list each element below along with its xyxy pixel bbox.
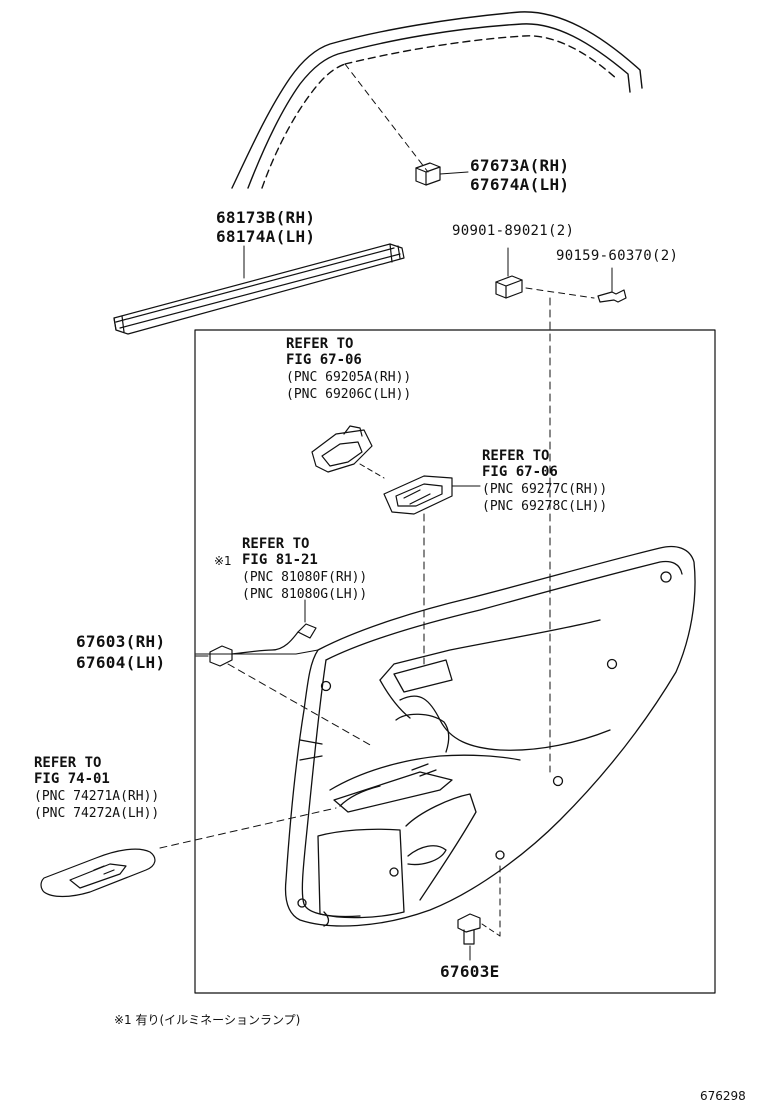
door-trim-panel bbox=[195, 545, 696, 927]
detail-frame bbox=[194, 329, 716, 994]
callout-weatherstrip-rh: 68173B(RH) bbox=[216, 208, 316, 227]
callout-retainer-rh: 67673A(RH) bbox=[470, 156, 570, 175]
callout-retainer-lh: 67674A(LH) bbox=[470, 175, 570, 194]
ref-switch-refer: REFER TO bbox=[34, 755, 102, 771]
ref-bezel-pnc-lh: (PNC 69278C(LH)) bbox=[482, 499, 608, 514]
retainer-clip bbox=[415, 162, 469, 186]
ref-switch-fig: FIG 74-01 bbox=[34, 771, 110, 787]
ref-bezel-fig: FIG 67-06 bbox=[482, 464, 558, 480]
handle-bezel bbox=[383, 475, 481, 665]
ref-handle-pnc-rh: (PNC 69205A(RH)) bbox=[286, 370, 412, 385]
callout-weatherstrip-lh: 68174A(LH) bbox=[216, 227, 316, 246]
window-switch bbox=[40, 807, 337, 898]
ref-handle-refer: REFER TO bbox=[286, 336, 354, 352]
ref-switch-pnc-rh: (PNC 74271A(RH)) bbox=[34, 789, 160, 804]
callout-trim-lh: 67604(LH) bbox=[76, 653, 166, 672]
footnote: ※1 有り(イルミネーションランプ) bbox=[114, 1013, 301, 1027]
ref-lamp-marker: ※1 bbox=[214, 554, 232, 568]
inside-handle bbox=[311, 425, 385, 479]
ref-lamp-pnc-lh: (PNC 81080G(LH)) bbox=[242, 587, 368, 602]
callout-clip-67603e: 67603E bbox=[440, 962, 500, 981]
callout-clip-90901: 90901-89021(2) bbox=[452, 223, 575, 239]
ref-bezel-refer: REFER TO bbox=[482, 448, 550, 464]
callout-trim-rh: 67603(RH) bbox=[76, 632, 166, 651]
door-frame bbox=[231, 11, 643, 189]
figure-id: 676298 bbox=[700, 1089, 746, 1103]
lamp-harness bbox=[195, 599, 373, 747]
ref-lamp-pnc-rh: (PNC 81080F(RH)) bbox=[242, 570, 368, 585]
ref-lamp-fig: FIG 81-21 bbox=[242, 552, 318, 568]
ref-switch-pnc-lh: (PNC 74272A(LH)) bbox=[34, 806, 160, 821]
ref-bezel-pnc-rh: (PNC 69277C(RH)) bbox=[482, 482, 608, 497]
ref-handle-fig: FIG 67-06 bbox=[286, 352, 362, 368]
trim-clip bbox=[457, 865, 501, 961]
ref-lamp-refer: REFER TO bbox=[242, 536, 310, 552]
clip-and-screw bbox=[495, 247, 627, 303]
callout-screw-90159: 90159-60370(2) bbox=[556, 248, 679, 264]
weatherstrip bbox=[113, 243, 405, 335]
ref-handle-pnc-lh: (PNC 69206C(LH)) bbox=[286, 387, 412, 402]
